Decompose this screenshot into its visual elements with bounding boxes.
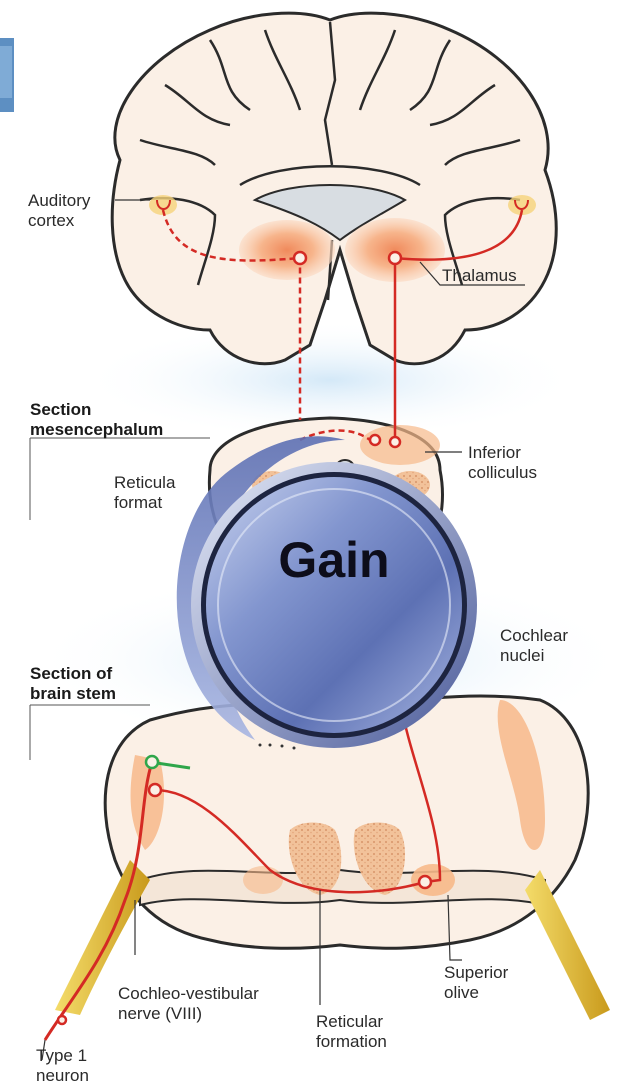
cochleo-vestibular-nerve-label: Cochleo-vestibular nerve (VIII): [118, 984, 259, 1024]
type1-neuron-label: Type 1 neuron: [36, 1046, 89, 1086]
gain-knob-label: Gain: [214, 530, 454, 590]
reticular-formation-lower-label: Reticular formation: [316, 1012, 387, 1052]
cochlear-nuclei-label: Cochlear nuclei: [500, 626, 568, 666]
section-brain-stem-label: Section of brain stem: [30, 664, 116, 704]
cerebrum-section: [112, 13, 556, 364]
auditory-cortex-label: Auditory cortex: [28, 191, 90, 231]
superior-olive-label: Superior olive: [444, 963, 508, 1003]
inferior-colliculus-label: Inferior colliculus: [468, 443, 537, 483]
section-mesencephalum-label: Section mesencephalum: [30, 400, 163, 440]
thalamus-label: Thalamus: [442, 266, 517, 286]
reticular-formation-upper-label: Reticula format: [114, 473, 175, 513]
